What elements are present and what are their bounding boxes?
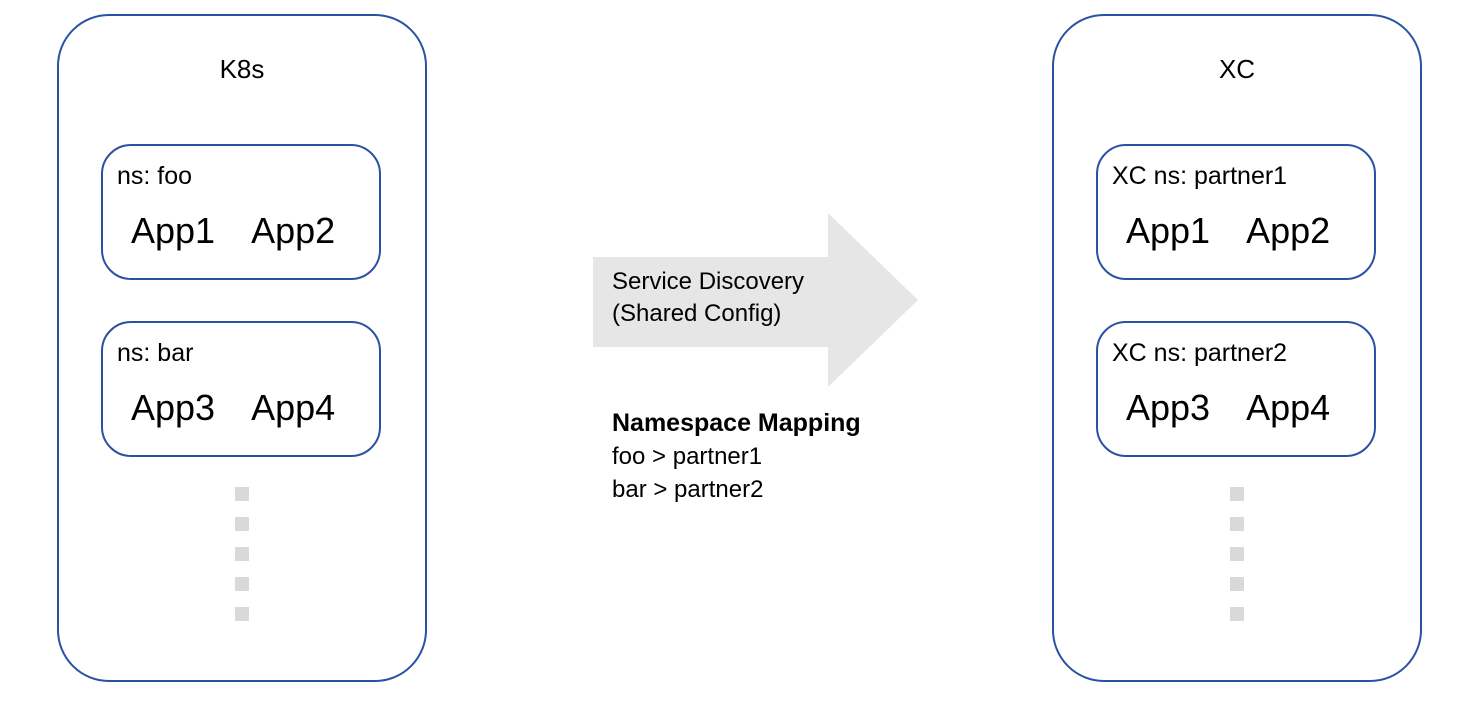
xc-cluster-box: XC XC ns: partner1 App1 App2 XC ns: part… <box>1052 14 1422 682</box>
app-label: App3 <box>131 387 216 428</box>
xc-cluster-title: XC <box>1218 54 1256 84</box>
ellipsis-dot <box>235 577 249 591</box>
namespace-mapping-row: foo > partner1 <box>612 443 763 470</box>
xc-partner2-apps: App3 App4 <box>1126 385 1330 431</box>
app-label: App2 <box>1246 210 1331 251</box>
namespace-mapping-row: bar > partner2 <box>612 476 764 503</box>
service-discovery-label-line2: (Shared Config) <box>612 300 782 327</box>
k8s-namespace-label-foo: ns: foo <box>117 162 193 190</box>
xc-namespace-box-partner1: XC ns: partner1 App1 App2 <box>1096 144 1376 280</box>
app-label: App1 <box>1126 210 1211 251</box>
xc-namespace-label-partner2: XC ns: partner2 <box>1112 339 1288 367</box>
ellipsis-dot <box>1230 577 1244 591</box>
k8s-bar-apps: App3 App4 <box>131 385 335 431</box>
ellipsis-dot <box>1230 607 1244 621</box>
ellipsis-dot <box>235 547 249 561</box>
ellipsis-dot <box>235 517 249 531</box>
namespace-mapping-title: Namespace Mapping <box>612 409 861 437</box>
k8s-namespace-label-bar: ns: bar <box>117 339 194 367</box>
app-label: App4 <box>1246 387 1331 428</box>
ellipsis-dot <box>1230 517 1244 531</box>
k8s-cluster-title: K8s <box>219 54 265 84</box>
app-label: App2 <box>251 210 336 251</box>
namespace-mapping-block: Namespace Mapping foo > partner1 bar > p… <box>612 406 861 506</box>
xc-more-namespaces-ellipsis <box>1054 487 1420 621</box>
service-discovery-arrow <box>593 213 918 387</box>
service-discovery-label-line1: Service Discovery <box>612 268 805 295</box>
app-label: App1 <box>131 210 216 251</box>
k8s-foo-apps: App1 App2 <box>131 208 335 254</box>
app-label: App4 <box>251 387 336 428</box>
k8s-namespace-box-foo: ns: foo App1 App2 <box>101 144 381 280</box>
k8s-cluster-box: K8s ns: foo App1 App2 ns: bar App3 App4 <box>57 14 427 682</box>
k8s-more-namespaces-ellipsis <box>59 487 425 621</box>
service-discovery-label: Service Discovery (Shared Config) <box>612 266 804 330</box>
k8s-namespace-box-bar: ns: bar App3 App4 <box>101 321 381 457</box>
ellipsis-dot <box>1230 487 1244 501</box>
ellipsis-dot <box>235 487 249 501</box>
xc-namespace-label-partner1: XC ns: partner1 <box>1112 162 1288 190</box>
ellipsis-dot <box>235 607 249 621</box>
ellipsis-dot <box>1230 547 1244 561</box>
app-label: App3 <box>1126 387 1211 428</box>
xc-partner1-apps: App1 App2 <box>1126 208 1330 254</box>
xc-namespace-box-partner2: XC ns: partner2 App3 App4 <box>1096 321 1376 457</box>
arrow-shape <box>593 213 918 387</box>
